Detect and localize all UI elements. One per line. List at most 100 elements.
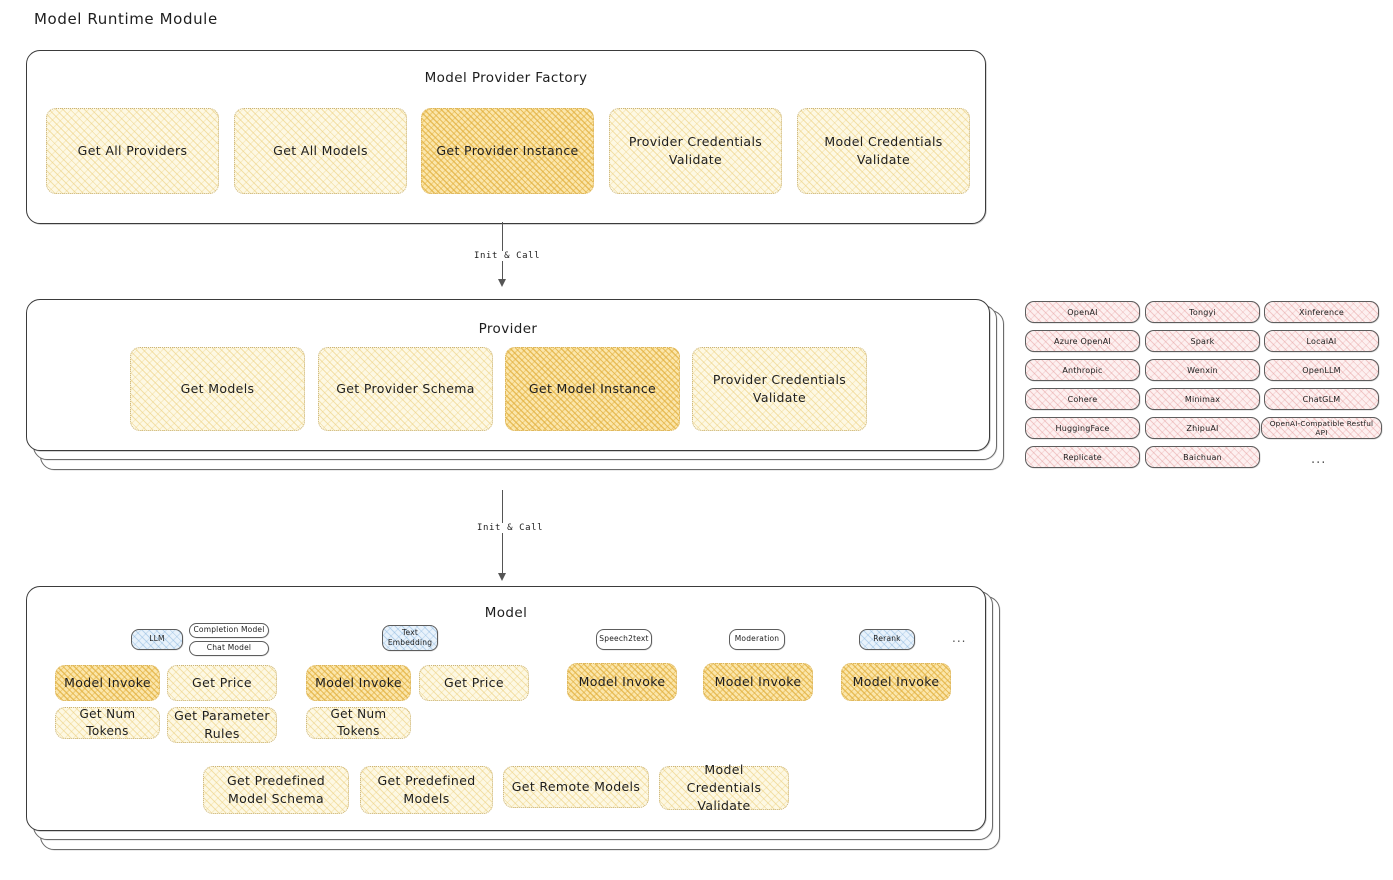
provider-chip-label: Replicate bbox=[1063, 452, 1102, 462]
provider-chip-label: Minimax bbox=[1184, 394, 1221, 404]
provider-chip-label: OpenAI bbox=[1067, 307, 1098, 317]
provider-chip-huggingface[interactable]: HuggingFace bbox=[1025, 417, 1140, 439]
provider-chip-baichuan[interactable]: Baichuan bbox=[1145, 446, 1260, 468]
model-type-label: Speech2text bbox=[599, 634, 649, 644]
model-llm-method-get-num-tokens[interactable]: Get Num Tokens bbox=[55, 707, 160, 739]
model-llm-method-get-price[interactable]: Get Price bbox=[167, 665, 277, 701]
page-title: Model Runtime Module bbox=[34, 10, 218, 28]
provider-chip-cohere[interactable]: Cohere bbox=[1025, 388, 1140, 410]
provider-node-label: Get Provider Schema bbox=[336, 380, 475, 396]
model-llm-method-model-invoke[interactable]: Model Invoke bbox=[55, 665, 160, 701]
model-method-label: Model Invoke bbox=[714, 673, 802, 689]
model-method-label: Get Parameter Rules bbox=[174, 707, 270, 741]
model-type-label: Moderation bbox=[734, 634, 780, 644]
factory-node-provider-credentials-validate[interactable]: Provider Credentials Validate bbox=[609, 108, 782, 194]
provider-chip-wenxin[interactable]: Wenxin bbox=[1145, 359, 1260, 381]
model-method-label: Model Invoke bbox=[315, 674, 402, 690]
provider-container: Provider Get Models Get Provider Schema … bbox=[26, 299, 990, 451]
provider-chip-xinference[interactable]: Xinference bbox=[1264, 301, 1379, 323]
provider-node-get-provider-schema[interactable]: Get Provider Schema bbox=[318, 347, 493, 431]
model-common-method-get-predefined-models[interactable]: Get Predefined Models bbox=[360, 766, 493, 814]
factory-node-label: Model Credentials Validate bbox=[824, 133, 943, 167]
model-type-chip-completion-model[interactable]: Completion Model bbox=[189, 623, 269, 638]
provider-node-provider-credentials-validate[interactable]: Provider Credentials Validate bbox=[692, 347, 867, 431]
provider-title: Provider bbox=[478, 321, 538, 337]
provider-chip-localai[interactable]: LocalAI bbox=[1264, 330, 1379, 352]
factory-node-get-all-models[interactable]: Get All Models bbox=[234, 108, 407, 194]
factory-node-get-provider-instance[interactable]: Get Provider Instance bbox=[421, 108, 594, 194]
model-type-chip-llm[interactable]: LLM bbox=[131, 629, 183, 650]
provider-chip-label: Wenxin bbox=[1187, 365, 1218, 375]
provider-node-get-model-instance[interactable]: Get Model Instance bbox=[505, 347, 680, 431]
model-method-label: Model Invoke bbox=[852, 673, 940, 689]
provider-chip-label: Azure OpenAI bbox=[1054, 336, 1111, 346]
model-type-chip-rerank[interactable]: Rerank bbox=[859, 629, 915, 650]
factory-node-model-credentials-validate[interactable]: Model Credentials Validate bbox=[797, 108, 970, 194]
factory-node-get-all-providers[interactable]: Get All Providers bbox=[46, 108, 219, 194]
provider-chip-label: Anthropic bbox=[1062, 365, 1103, 375]
model-type-label: Text Embedding bbox=[387, 627, 433, 647]
provider-list-ellipsis: ... bbox=[1311, 452, 1327, 467]
model-method-label: Model Credentials Validate bbox=[686, 761, 762, 814]
model-type-label: LLM bbox=[149, 634, 165, 644]
model-method-label: Get Num Tokens bbox=[79, 706, 136, 738]
model-method-label: Model Invoke bbox=[578, 673, 666, 689]
model-llm-method-get-parameter-rules[interactable]: Get Parameter Rules bbox=[167, 707, 277, 743]
model-type-chip-chat-model[interactable]: Chat Model bbox=[189, 641, 269, 656]
provider-chip-label: Cohere bbox=[1067, 394, 1098, 404]
model-method-label: Model Invoke bbox=[64, 674, 151, 690]
connector-label-1: Init & Call bbox=[470, 251, 545, 261]
connector-arrow-1 bbox=[498, 279, 506, 287]
factory-node-label: Get Provider Instance bbox=[436, 142, 579, 158]
connector-arrow-2 bbox=[498, 573, 506, 581]
model-types-ellipsis: ... bbox=[952, 631, 967, 645]
model-method-label: Get Price bbox=[192, 674, 252, 690]
model-method-label: Get Predefined Model Schema bbox=[226, 772, 326, 806]
provider-node-label: Get Model Instance bbox=[528, 380, 657, 396]
model-method-label: Get Remote Models bbox=[511, 778, 641, 794]
model-provider-factory-container: Model Provider Factory Get All Providers… bbox=[26, 50, 986, 224]
provider-chip-label: Tongyi bbox=[1189, 307, 1216, 317]
model-type-label: Rerank bbox=[873, 634, 901, 644]
model-container: Model LLM Completion Model Chat Model Te… bbox=[26, 586, 986, 831]
provider-node-get-models[interactable]: Get Models bbox=[130, 347, 305, 431]
provider-chip-tongyi[interactable]: Tongyi bbox=[1145, 301, 1260, 323]
provider-node-label: Provider Credentials Validate bbox=[712, 371, 847, 405]
model-type-label: Chat Model bbox=[206, 643, 252, 653]
model-title: Model bbox=[484, 605, 528, 621]
provider-chip-label: OpenAI-Compatible Restful API bbox=[1269, 419, 1374, 437]
model-speech-method-model-invoke[interactable]: Model Invoke bbox=[567, 663, 677, 701]
provider-chip-label: Spark bbox=[1190, 336, 1215, 346]
model-type-chip-moderation[interactable]: Moderation bbox=[729, 629, 785, 650]
provider-chip-label: OpenLLM bbox=[1302, 365, 1341, 375]
model-provider-factory-title: Model Provider Factory bbox=[424, 70, 588, 86]
model-type-chip-speech2text[interactable]: Speech2text bbox=[596, 629, 652, 650]
model-embedding-method-get-price[interactable]: Get Price bbox=[419, 665, 529, 701]
provider-chip-azure-openai[interactable]: Azure OpenAI bbox=[1025, 330, 1140, 352]
model-moderation-method-model-invoke[interactable]: Model Invoke bbox=[703, 663, 813, 701]
model-type-label: Completion Model bbox=[193, 625, 265, 635]
provider-chip-openllm[interactable]: OpenLLM bbox=[1264, 359, 1379, 381]
model-embedding-method-model-invoke[interactable]: Model Invoke bbox=[306, 665, 411, 701]
model-embedding-method-get-num-tokens[interactable]: Get Num Tokens bbox=[306, 707, 411, 739]
provider-chip-openai-compatible-restful-api[interactable]: OpenAI-Compatible Restful API bbox=[1261, 417, 1382, 439]
model-method-label: Get Price bbox=[444, 674, 504, 690]
factory-node-label: Provider Credentials Validate bbox=[628, 133, 763, 167]
provider-chip-minimax[interactable]: Minimax bbox=[1145, 388, 1260, 410]
model-common-method-get-predefined-model-schema[interactable]: Get Predefined Model Schema bbox=[203, 766, 349, 814]
model-common-method-model-credentials-validate[interactable]: Model Credentials Validate bbox=[659, 762, 789, 813]
provider-chip-anthropic[interactable]: Anthropic bbox=[1025, 359, 1140, 381]
factory-node-label: Get All Models bbox=[273, 142, 368, 158]
provider-chip-chatglm[interactable]: ChatGLM bbox=[1264, 388, 1379, 410]
model-common-method-get-remote-models[interactable]: Get Remote Models bbox=[503, 766, 649, 808]
provider-chip-openai[interactable]: OpenAI bbox=[1025, 301, 1140, 323]
provider-chip-zhipuai[interactable]: ZhipuAI bbox=[1145, 417, 1260, 439]
model-method-label: Get Predefined Models bbox=[377, 772, 476, 806]
provider-chip-spark[interactable]: Spark bbox=[1145, 330, 1260, 352]
model-rerank-method-model-invoke[interactable]: Model Invoke bbox=[841, 663, 951, 701]
connector-line-2 bbox=[502, 490, 504, 578]
provider-chip-replicate[interactable]: Replicate bbox=[1025, 446, 1140, 468]
model-type-chip-text-embedding[interactable]: Text Embedding bbox=[382, 625, 438, 651]
provider-node-label: Get Models bbox=[180, 380, 255, 396]
